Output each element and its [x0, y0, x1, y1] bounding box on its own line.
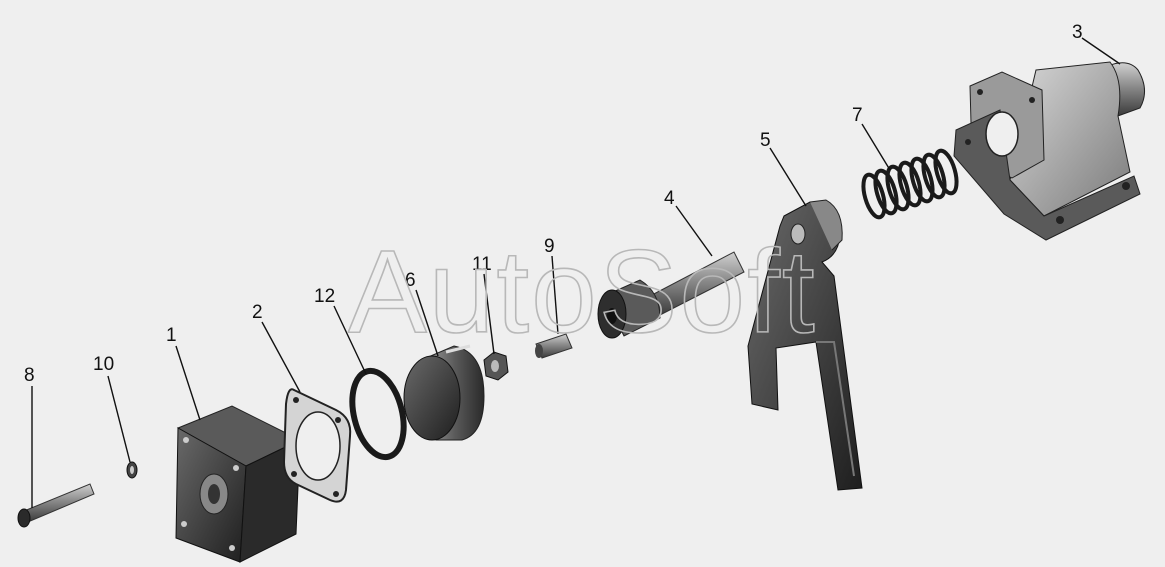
- leader-11: [483, 273, 495, 355]
- label-part-6: 6: [405, 270, 416, 291]
- leader-6: [415, 289, 439, 357]
- label-part-7: 7: [852, 105, 863, 126]
- label-part-10: 10: [93, 354, 114, 375]
- part-12-o-ring: [349, 367, 407, 461]
- part-1-cover: [175, 405, 302, 563]
- part-9-pin: [535, 333, 573, 359]
- leader-7: [861, 123, 891, 171]
- label-part-9: 9: [544, 236, 555, 257]
- part-7-spring: [861, 148, 959, 220]
- label-part-11: 11: [472, 254, 492, 275]
- leader-4: [675, 205, 713, 257]
- label-part-12: 12: [314, 286, 335, 307]
- part-8-bolt: [17, 483, 95, 528]
- part-2-gasket: [282, 388, 352, 503]
- label-part-5: 5: [760, 130, 771, 151]
- leader-12: [333, 305, 367, 375]
- label-part-1: 1: [166, 325, 177, 346]
- part-labels: 8 10 1 2 12 6 11 9 4 5 7 3: [24, 22, 1083, 386]
- part-5-shift-fork: [747, 199, 863, 491]
- label-part-2: 2: [252, 302, 263, 323]
- label-part-4: 4: [664, 188, 675, 209]
- label-part-3: 3: [1072, 22, 1083, 43]
- part-3-housing: [953, 61, 1145, 241]
- leader-1: [175, 345, 201, 421]
- leader-5: [769, 147, 807, 207]
- leader-lines: [31, 37, 1121, 508]
- part-6-piston: [403, 344, 485, 441]
- leader-9: [551, 255, 559, 335]
- leader-2: [261, 321, 301, 393]
- leader-3: [1081, 37, 1121, 65]
- leader-10: [107, 375, 131, 463]
- part-10-washer: [126, 461, 138, 479]
- part-4-shaft: [597, 251, 745, 339]
- watermark-text: AutoSoft: [348, 226, 817, 358]
- label-part-8: 8: [24, 365, 35, 386]
